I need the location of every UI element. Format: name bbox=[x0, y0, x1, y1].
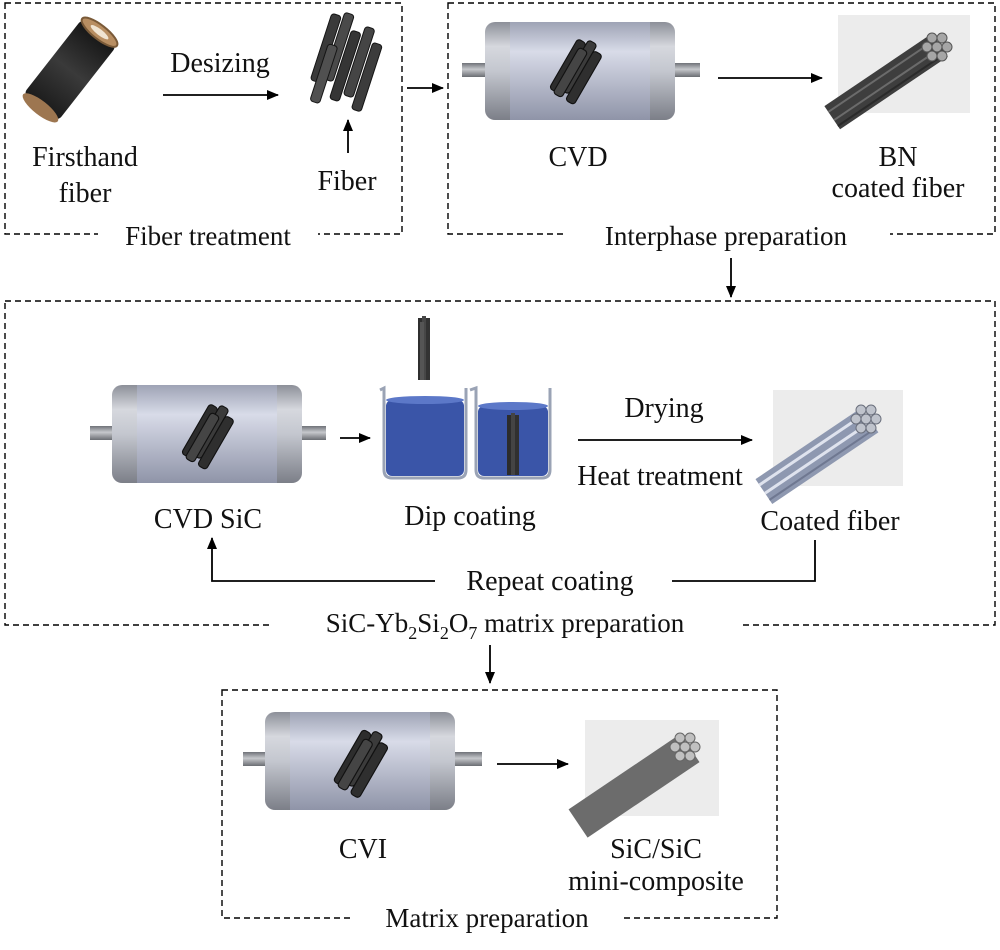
cvd-sic-reactor-icon bbox=[90, 385, 326, 483]
drying-label: Drying bbox=[624, 393, 703, 424]
firsthand-fiber-label-1: Firsthand bbox=[32, 142, 138, 173]
fiber-treatment-title: Fiber treatment bbox=[125, 221, 291, 251]
desizing-label: Desizing bbox=[170, 48, 270, 79]
sic-title-sub1: 2 bbox=[408, 623, 417, 643]
sic-sic-label-2: mini-composite bbox=[568, 866, 744, 897]
cvd-sic-label: CVD SiC bbox=[154, 504, 262, 535]
dip-coating-label: Dip coating bbox=[404, 501, 535, 532]
firsthand-fiber-label-2: fiber bbox=[59, 178, 113, 209]
coated-fiber-icon bbox=[755, 390, 903, 505]
cvi-label: CVI bbox=[339, 834, 387, 865]
fiber-label: Fiber bbox=[317, 166, 377, 197]
sic-title-sub2: 2 bbox=[440, 623, 449, 643]
sic-title-si: Si bbox=[417, 608, 440, 638]
bn-coated-fiber-icon bbox=[824, 15, 970, 130]
sic-title-sub3: 7 bbox=[468, 623, 477, 643]
sic-title-suffix: matrix preparation bbox=[477, 608, 684, 638]
bn-label-1: BN bbox=[879, 142, 918, 173]
sic-title-o: O bbox=[449, 608, 469, 638]
cvd-reactor-icon bbox=[462, 22, 700, 120]
fiber-spool-icon bbox=[22, 16, 119, 123]
bn-label-2: coated fiber bbox=[832, 173, 966, 204]
fiber-treatment-box bbox=[4, 2, 403, 235]
repeat-loop-arrow bbox=[207, 537, 435, 582]
sic-matrix-title: SiC-Yb2Si2O7 matrix preparation bbox=[326, 608, 685, 643]
repeat-loop-right bbox=[672, 540, 816, 582]
sic-sic-label-1: SiC/SiC bbox=[610, 834, 702, 865]
sic-title-prefix: SiC-Yb bbox=[326, 608, 409, 638]
mini-composite-icon bbox=[568, 720, 719, 838]
heat-treatment-label: Heat treatment bbox=[577, 461, 743, 492]
matrix-prep-title: Matrix preparation bbox=[385, 903, 589, 933]
sic-matrix-box bbox=[4, 300, 996, 626]
cvd-label: CVD bbox=[548, 142, 607, 173]
coated-fiber-label: Coated fiber bbox=[760, 506, 900, 537]
interphase-title: Interphase preparation bbox=[605, 221, 848, 251]
dip-coating-beakers-icon bbox=[379, 316, 552, 480]
desized-fiber-icon bbox=[310, 12, 383, 112]
cvi-reactor-icon bbox=[243, 712, 482, 810]
repeat-coating-label: Repeat coating bbox=[466, 566, 633, 597]
